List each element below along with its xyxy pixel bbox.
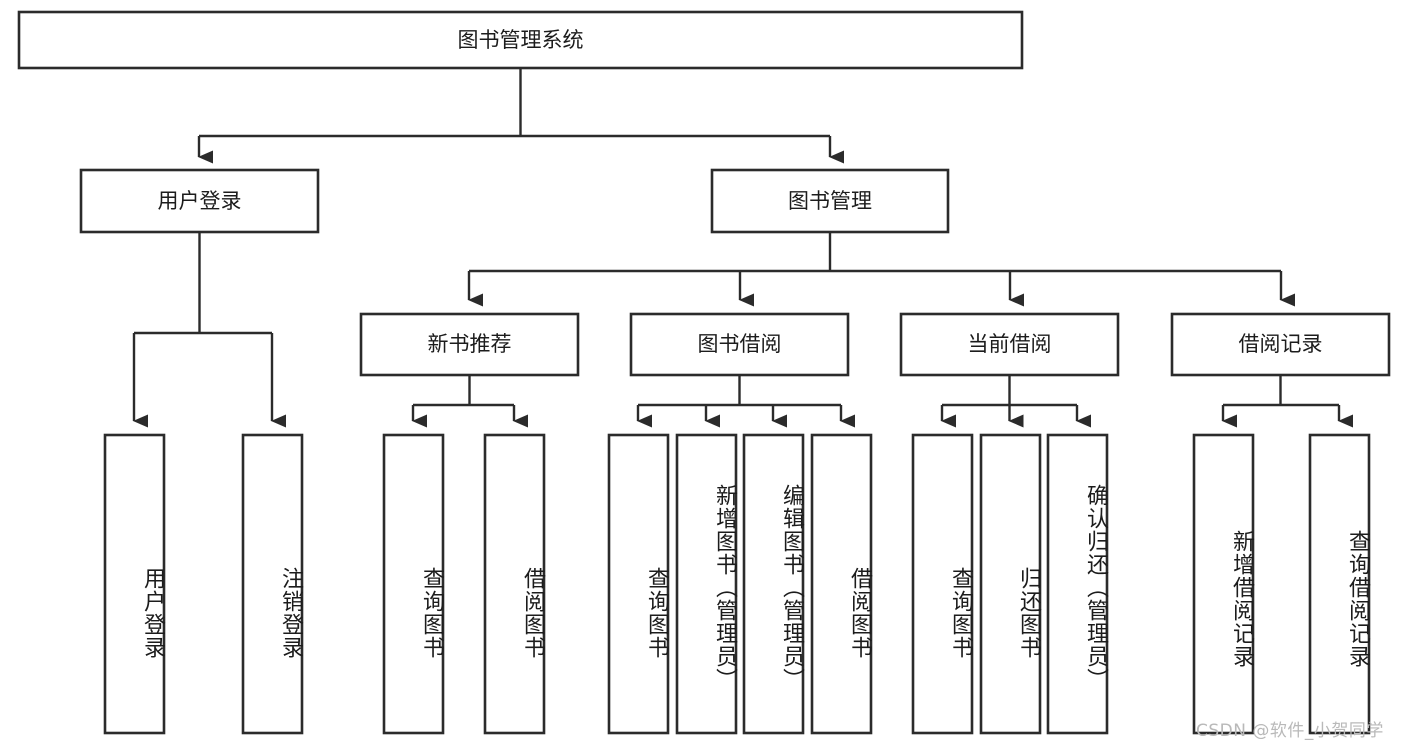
node-user-login-label: 用户登录 — [158, 189, 242, 213]
leaf-query-book-3-box[interactable] — [911, 433, 974, 735]
node-root-label: 图书管理系统 — [458, 28, 584, 52]
leaf-query-book-1-box[interactable] — [382, 433, 445, 735]
node-new-book-rec[interactable]: 新书推荐 — [359, 312, 580, 377]
node-current-borrow-label: 当前借阅 — [968, 332, 1052, 356]
leaf-user-login-box[interactable] — [103, 433, 166, 735]
leaf-query-record-box[interactable] — [1308, 433, 1371, 735]
node-current-borrow-box — [899, 312, 1120, 377]
leaf-borrow-book-1-box[interactable] — [483, 433, 546, 735]
node-user-login-box — [79, 168, 320, 234]
leaf-boxes — [103, 433, 1371, 735]
node-new-book-rec-box — [359, 312, 580, 377]
leaf-add-book-box[interactable] — [675, 433, 738, 735]
leaf-query-book-2-box[interactable] — [607, 433, 670, 735]
node-user-login[interactable]: 用户登录 — [79, 168, 320, 234]
connector-current-borrow-to-leaves — [940, 375, 1091, 428]
connector-root-to-level1 — [197, 68, 844, 164]
csdn-watermark: CSDN @软件_小贺同学 — [1196, 721, 1384, 741]
connector-new-book-rec-to-leaves — [411, 375, 528, 428]
leaf-logout-box[interactable] — [241, 433, 304, 735]
connector-book-borrow-to-leaves — [636, 375, 855, 428]
leaf-add-record-box[interactable] — [1192, 433, 1255, 735]
node-root[interactable]: 图书管理系统 — [17, 10, 1024, 70]
node-book-manage-label: 图书管理 — [788, 189, 872, 213]
node-current-borrow[interactable]: 当前借阅 — [899, 312, 1120, 377]
node-new-book-rec-label: 新书推荐 — [428, 332, 512, 356]
node-borrow-record-label: 借阅记录 — [1239, 332, 1323, 356]
leaf-borrow-book-2-box[interactable] — [810, 433, 873, 735]
connector-user-login-to-leaves — [132, 232, 286, 428]
node-book-borrow-label: 图书借阅 — [698, 332, 782, 356]
connector-borrow-record-to-leaves — [1221, 375, 1353, 428]
leaf-return-book-box[interactable] — [979, 433, 1042, 735]
node-book-manage[interactable]: 图书管理 — [710, 168, 950, 234]
leaf-edit-book-box[interactable] — [742, 433, 805, 735]
node-book-borrow[interactable]: 图书借阅 — [629, 312, 850, 377]
connector-book-manage-to-level2 — [467, 232, 1295, 307]
leaf-confirm-return-box[interactable] — [1046, 433, 1109, 735]
node-borrow-record[interactable]: 借阅记录 — [1170, 312, 1391, 377]
node-root-box — [17, 10, 1024, 70]
